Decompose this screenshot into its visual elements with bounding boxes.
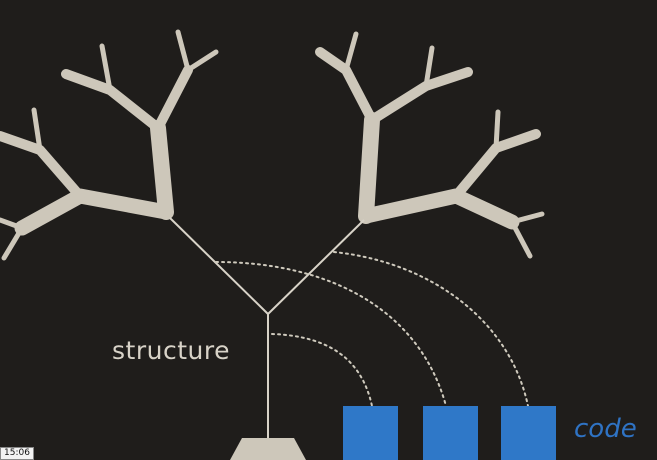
code-block-3 [501, 406, 556, 460]
right-tree-twig-d2 [509, 219, 533, 259]
left-tree-twig-a1 [99, 43, 113, 93]
left-tree-twig-b2 [185, 49, 219, 73]
code-label: code [574, 414, 637, 444]
right-tree-twig-c1 [493, 109, 501, 151]
left-tree-branch-b [153, 65, 193, 133]
right-tree-main-limb [358, 112, 380, 224]
trunk-left-arm [169, 217, 269, 315]
left-tree-twig-d1 [0, 217, 25, 231]
dotted-arc-1 [271, 333, 373, 407]
left-tree-main-limb [150, 120, 174, 220]
right-tree [315, 31, 545, 259]
code-block-1 [343, 406, 398, 460]
right-tree-twig-d1 [509, 211, 545, 225]
code-blocks [343, 406, 556, 460]
video-timestamp: 15:06 [0, 447, 34, 460]
right-tree-twig-b1 [423, 45, 435, 89]
trunk-right-arm [267, 219, 365, 315]
dotted-arc-3 [333, 251, 529, 407]
tree-base [230, 438, 306, 460]
dotted-arc-2 [215, 261, 447, 407]
right-tree-lower-limb [358, 188, 520, 230]
dotted-connections [215, 251, 529, 407]
code-block-2 [423, 406, 478, 460]
left-tree-branch-a [61, 69, 163, 133]
left-tree-twig-c1 [31, 107, 43, 153]
structure-label: structure [112, 336, 230, 365]
left-tree-twig-d2 [1, 225, 25, 261]
left-tree [0, 29, 219, 261]
trunk [169, 217, 365, 440]
right-tree-branch-b [367, 67, 473, 125]
right-tree-twig-a1 [343, 31, 359, 73]
left-tree-lower-limb [14, 188, 174, 236]
left-tree-twig-b1 [175, 29, 191, 73]
